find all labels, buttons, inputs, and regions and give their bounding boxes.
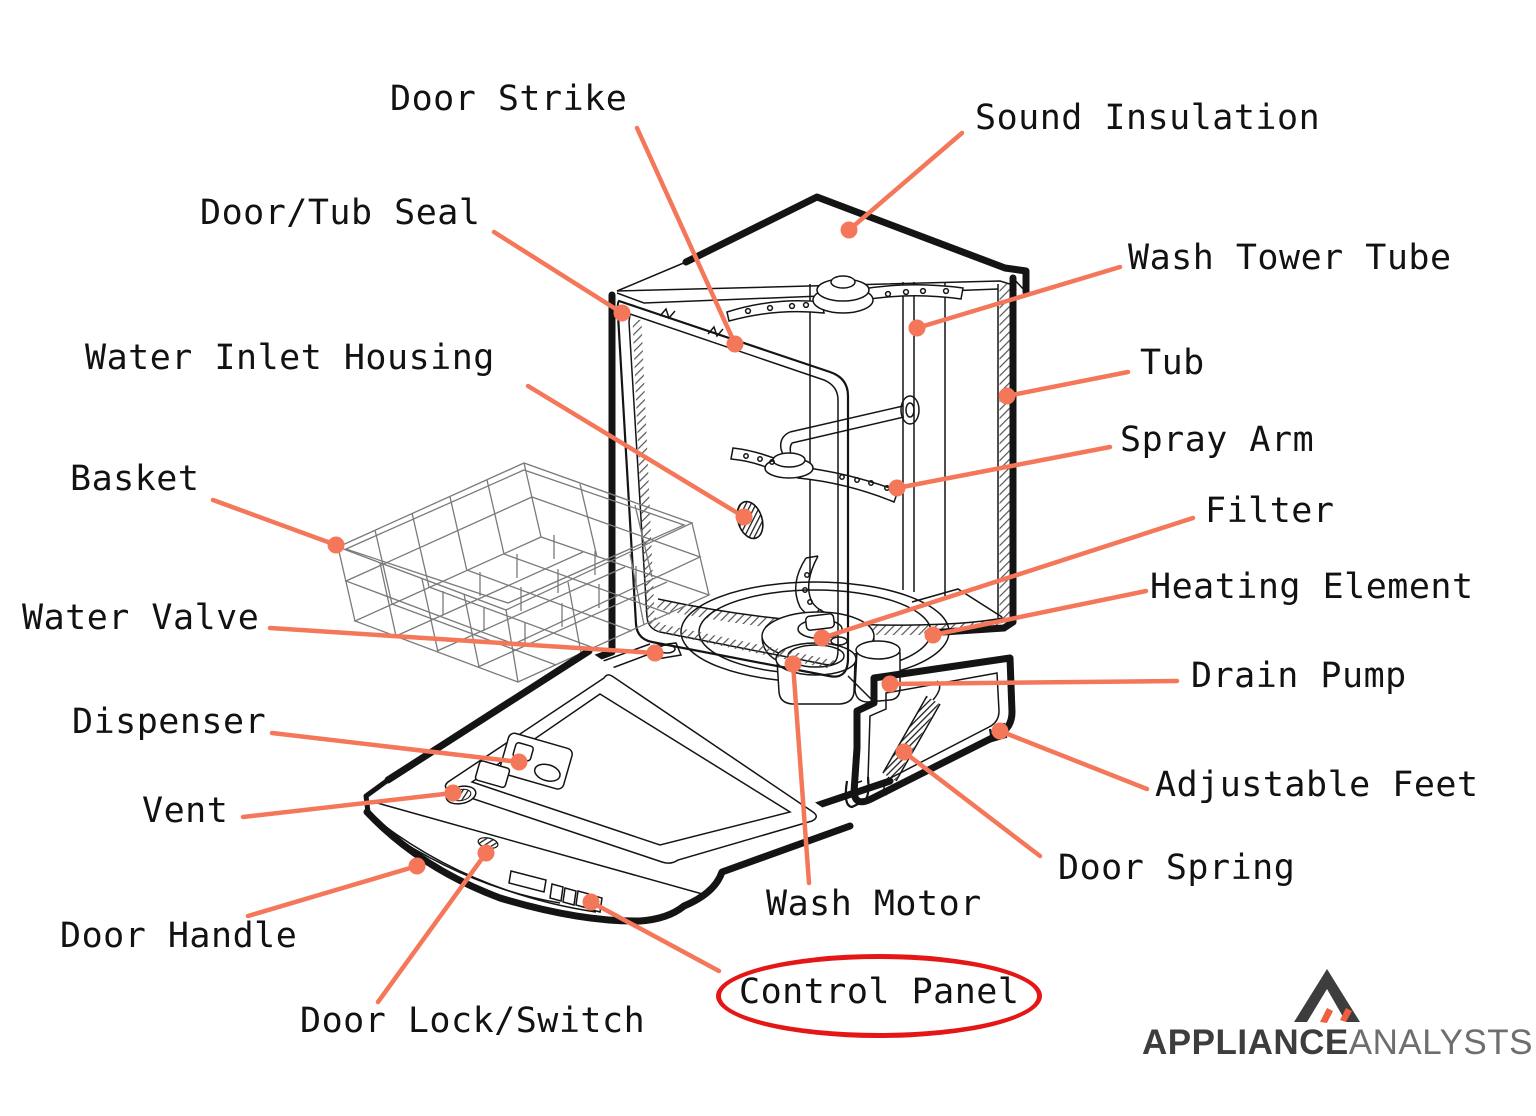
dot-tub [998,387,1016,405]
leader-heating-element [930,588,1149,638]
dot-control-panel [582,893,600,911]
leader-control-panel [588,899,722,974]
leader-sound-insulation [846,130,965,233]
part-label-filter: Filter [1205,491,1335,531]
dot-heating-element [924,626,942,644]
leader-lines [210,125,1196,1005]
dot-sound-insulation [840,221,858,239]
dot-door-strike [726,335,744,353]
part-label-door-handle: Door Handle [60,916,298,956]
dot-door-spring [895,743,913,761]
logo-text-bold: APPLIANCE [1142,1023,1349,1062]
door [363,647,854,925]
door-handle-part [363,808,854,925]
machine [336,193,1030,925]
dot-vent [444,784,462,802]
dot-filter [813,629,831,647]
dispenser-part [474,732,573,790]
basket-part [336,462,711,683]
leader-tub [1004,369,1131,399]
leader-door-tub-seal [491,229,625,316]
leader-adjustable-feet [997,728,1150,792]
part-label-door-spring: Door Spring [1058,848,1296,888]
leader-water-valve [267,625,658,656]
tub-interior [726,275,1003,618]
dot-door-handle [408,857,426,875]
adjustable-foot-front [844,776,870,809]
middle-spray-arm [730,447,899,503]
dot-water-inlet-housing [735,508,753,526]
dot-adjustable-feet [991,722,1009,740]
logo-text-light: ANALYSTS [1348,1023,1533,1062]
leader-door-strike [634,125,738,347]
part-label-tub: Tub [1140,343,1205,383]
part-label-vent: Vent [142,791,229,831]
logo-text: APPLIANCEANALYSTS [1142,1023,1532,1063]
leader-dispenser [269,730,522,765]
leader-wash-tower-tube [914,264,1123,331]
part-label-dispenser: Dispenser [72,702,267,742]
part-label-heating-element: Heating Element [1150,567,1474,607]
dot-dispenser [510,753,528,771]
part-label-door-tub-seal: Door/Tub Seal [200,193,481,233]
part-label-spray-arm: Spray Arm [1120,420,1315,460]
upper-spray-arm [726,275,964,322]
dot-door-lock-switch [477,844,495,862]
mountain-a-icon [1294,969,1360,1023]
leader-filter [819,515,1196,641]
part-label-door-strike: Door Strike [390,79,628,119]
dot-wash-tower-tube [908,319,926,337]
door-tub-seal-frame [616,299,873,701]
leader-drain-pump [887,678,1180,687]
dot-wash-motor [784,655,802,673]
dot-basket [327,536,345,554]
dot-spray-arm [888,479,906,497]
part-label-wash-motor: Wash Motor [766,884,982,924]
part-label-drain-pump: Drain Pump [1191,656,1407,696]
part-label-wash-tower-tube: Wash Tower Tube [1128,238,1452,278]
leader-door-lock-switch [375,850,489,1005]
dot-door-tub-seal [613,304,631,322]
leader-vent [240,790,456,820]
leader-spray-arm [894,444,1113,491]
part-label-adjustable-feet: Adjustable Feet [1155,765,1479,805]
dot-water-valve [646,644,664,662]
part-label-basket: Basket [70,459,200,499]
part-label-water-inlet-housing: Water Inlet Housing [85,338,495,378]
leader-wash-motor [790,661,812,886]
spray-arm-support [794,555,831,622]
door-left-edge [384,647,593,784]
leader-basket [210,497,339,548]
dot-drain-pump [881,675,899,693]
feed-pipe [779,395,920,462]
base-rail [850,654,1016,806]
part-label-door-lock-switch: Door Lock/Switch [300,1001,646,1041]
part-label-water-valve: Water Valve [22,598,260,638]
leader-door-handle [245,863,420,919]
control-panel-highlight-ellipse [716,954,1042,1038]
appliance-analysts-logo: APPLIANCEANALYSTS [1142,968,1532,1068]
leader-water-inlet-housing [525,383,747,520]
leader-door-spring [901,749,1043,859]
part-label-sound-insulation: Sound Insulation [975,98,1321,138]
